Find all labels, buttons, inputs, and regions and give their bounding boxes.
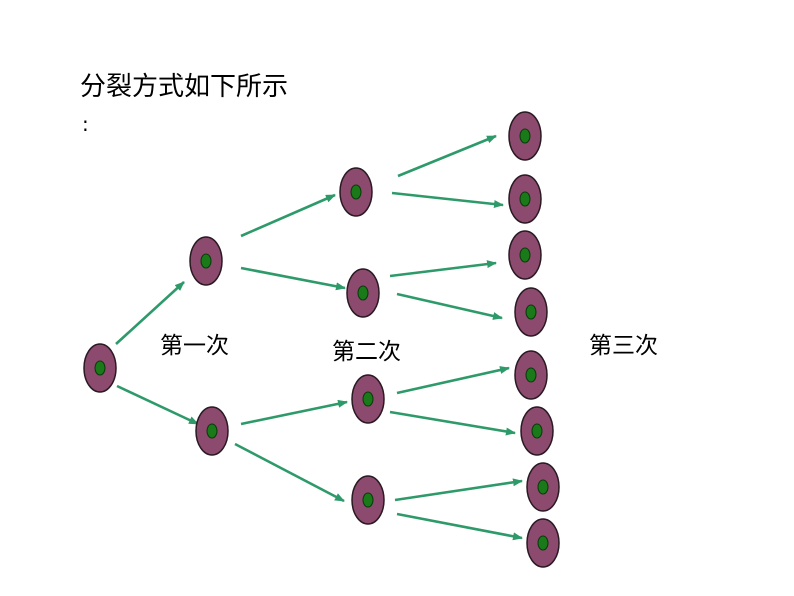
title-colon: : bbox=[82, 112, 89, 136]
division-arrow-7 bbox=[397, 134, 497, 178]
cell-generation-2-a bbox=[339, 167, 373, 217]
cell-generation-3-g bbox=[526, 462, 560, 512]
division-arrow-1 bbox=[115, 281, 185, 345]
cell-generation-2-c bbox=[351, 374, 385, 424]
division-arrow-2 bbox=[116, 384, 199, 426]
cell-nucleus bbox=[525, 367, 537, 383]
cell-nucleus bbox=[200, 253, 212, 269]
division-arrow-9 bbox=[389, 260, 497, 278]
cell-nucleus bbox=[525, 304, 537, 320]
cell-nucleus bbox=[519, 191, 531, 207]
cell-generation-2-b bbox=[346, 268, 380, 318]
division-arrow-3 bbox=[240, 193, 336, 238]
cell-generation-0 bbox=[83, 343, 117, 393]
cell-generation-1-b bbox=[195, 406, 229, 456]
cell-nucleus bbox=[537, 479, 549, 495]
arrows-layer bbox=[115, 134, 523, 541]
cell-nucleus bbox=[519, 247, 531, 263]
cell-generation-3-h bbox=[526, 518, 560, 568]
stage-label-third: 第三次 bbox=[589, 333, 658, 359]
cell-generation-3-b bbox=[508, 174, 542, 224]
cell-generation-3-d bbox=[514, 287, 548, 337]
cell-nucleus bbox=[537, 535, 549, 551]
cell-nucleus bbox=[357, 285, 369, 301]
cell-generation-3-c bbox=[508, 230, 542, 280]
division-arrow-5 bbox=[240, 399, 348, 426]
page-title: 分裂方式如下所示 bbox=[80, 72, 289, 102]
cell-generation-3-f bbox=[520, 406, 554, 456]
cell-generation-1-a bbox=[189, 236, 223, 286]
division-arrow-11 bbox=[396, 366, 510, 395]
cell-generation-2-d bbox=[351, 475, 385, 525]
cell-nucleus bbox=[94, 360, 106, 376]
cell-nucleus bbox=[531, 423, 543, 439]
stage-label-first: 第一次 bbox=[160, 333, 229, 359]
division-arrow-12 bbox=[389, 410, 516, 436]
division-arrow-10 bbox=[396, 292, 503, 320]
cell-nucleus bbox=[362, 492, 374, 508]
cells-layer bbox=[83, 111, 560, 568]
cell-nucleus bbox=[350, 184, 362, 200]
cell-generation-3-e bbox=[514, 350, 548, 400]
stage-label-second: 第二次 bbox=[332, 339, 401, 365]
cell-nucleus bbox=[206, 423, 218, 439]
cell-nucleus bbox=[519, 128, 531, 144]
cell-nucleus bbox=[362, 391, 374, 407]
division-arrow-4 bbox=[240, 266, 346, 291]
division-arrow-6 bbox=[234, 442, 345, 503]
division-arrow-13 bbox=[394, 478, 523, 502]
cell-generation-3-a bbox=[508, 111, 542, 161]
division-arrow-8 bbox=[391, 191, 504, 209]
division-arrow-14 bbox=[396, 512, 523, 541]
